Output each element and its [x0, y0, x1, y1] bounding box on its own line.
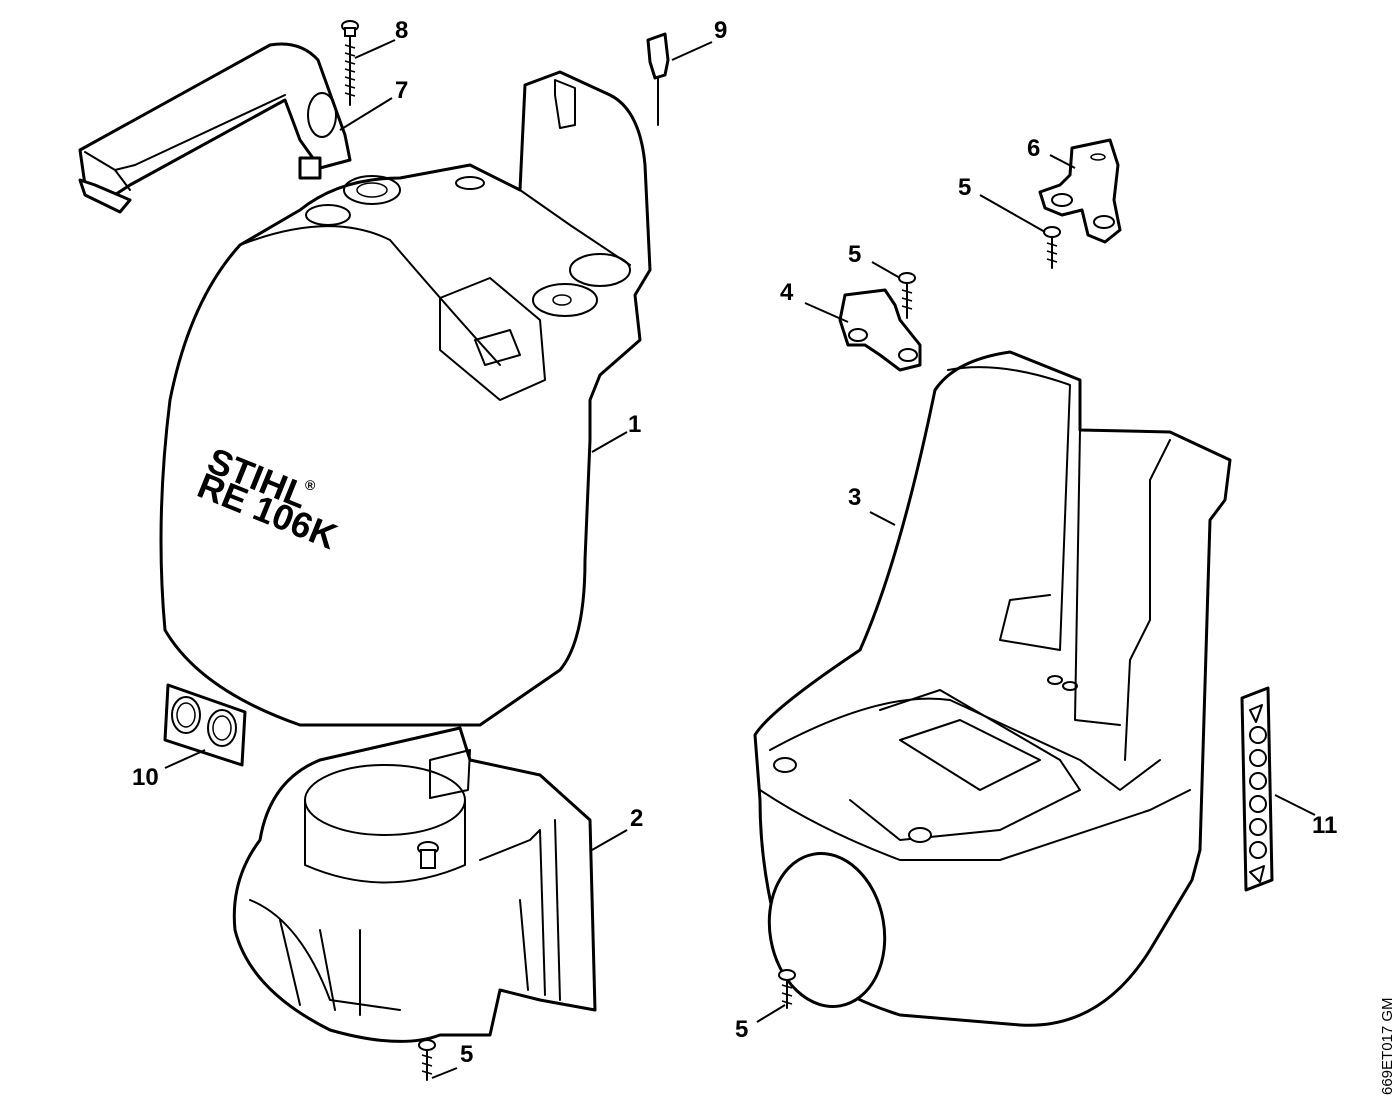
callout-7: 7	[395, 77, 408, 104]
callout-4: 4	[780, 279, 794, 306]
part-screw-b	[1043, 226, 1061, 269]
registered-mark: ®	[305, 477, 316, 493]
callout-5-top-left: 5	[848, 241, 861, 268]
callout-11: 11	[1312, 812, 1337, 839]
part-lower-housing	[753, 350, 1232, 1027]
part-screw-a	[898, 272, 916, 319]
callout-2: 2	[630, 805, 643, 832]
part-bracket-lower	[838, 288, 922, 372]
callout-3: 3	[848, 484, 861, 511]
drawing-code: 669ET017 GM	[1379, 997, 1396, 1095]
callout-9: 9	[714, 17, 727, 44]
callout-8: 8	[395, 17, 408, 44]
part-bracket-upper	[1038, 138, 1122, 244]
part-decal-strip	[1240, 686, 1274, 892]
callout-5-bottom-right: 5	[735, 1016, 748, 1043]
callout-1: 1	[628, 411, 641, 438]
part-upper-housing: STIHL ® RE 106K	[159, 70, 652, 727]
callout-6: 6	[1027, 135, 1040, 162]
leader-lines	[164, 39, 1316, 1079]
callout-5-top-right: 5	[958, 174, 971, 201]
part-handle	[78, 42, 352, 214]
callout-labels: 1 2 3 4 5 5 5 5 6 7 8 9 10 11	[132, 17, 1337, 1068]
part-screw-d	[418, 1039, 436, 1081]
callout-10: 10	[132, 764, 159, 791]
part-label-plate	[163, 683, 247, 767]
part-screw-c	[778, 969, 796, 1009]
part-screw-long	[341, 20, 359, 106]
callout-5-bottom-left: 5	[460, 1041, 473, 1068]
part-clip	[646, 32, 670, 126]
part-fan-housing	[232, 726, 597, 1043]
